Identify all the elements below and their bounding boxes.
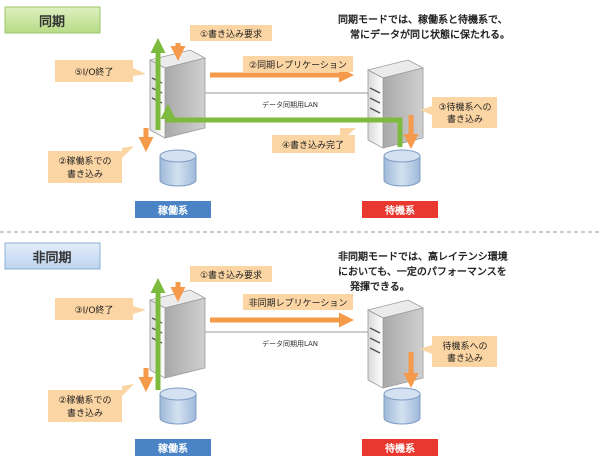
sync-note-line2: 常にデータが同じ状態に保たれる。 (350, 28, 510, 41)
svg-text:①書き込み要求: ①書き込み要求 (200, 28, 262, 40)
async-standby-label: 待機系 (385, 442, 415, 455)
async-standby-disk-icon (383, 387, 421, 425)
svg-text:①書き込み要求: ①書き込み要求 (200, 269, 262, 281)
sync-primary-label-box (135, 201, 211, 218)
async-note-line3: 発揮できる。 (349, 280, 410, 293)
async-callout-io-end: ③I/O終了 (55, 298, 146, 320)
async-callout-write-request: ①書き込み要求 (190, 266, 272, 282)
sync-callout-standby-write: ③待機系への 書き込み (420, 97, 497, 128)
sync-callout-primary-write: ②稼働系での 書き込み (48, 146, 134, 183)
sync-write-complete-arrow (160, 104, 403, 147)
svg-text:書き込み: 書き込み (447, 113, 483, 125)
sync-primary-disk-icon (159, 149, 197, 187)
svg-text:待機系への: 待機系への (442, 340, 487, 352)
sync-primary-label: 稼働系 (158, 204, 188, 217)
sync-standby-label-box (362, 201, 438, 218)
sync-tab-label: 同期 (39, 15, 65, 30)
async-callout-standby-write: 待機系への 書き込み (420, 336, 497, 367)
sync-note-line1: 同期モードでは、稼働系と待機系で、 (338, 13, 508, 26)
sync-callout-replication: ②同期レプリケーション (243, 56, 353, 72)
async-note-line1: 非同期モードでは、高レイテンシ環境 (338, 250, 508, 263)
async-primary-label-box (135, 439, 211, 456)
async-tab-label: 非同期 (32, 250, 71, 266)
svg-text:②稼働系での: ②稼働系での (58, 394, 111, 406)
sync-lan-label: データ同期用LAN (262, 100, 318, 109)
svg-text:④書き込み完了: ④書き込み完了 (282, 139, 344, 151)
svg-text:③待機系への: ③待機系への (438, 101, 491, 113)
svg-text:非同期レプリケーション: 非同期レプリケーション (249, 297, 348, 309)
sync-tab (4, 6, 101, 34)
async-standby-label-box (362, 439, 438, 456)
svg-text:③I/O終了: ③I/O終了 (75, 304, 114, 316)
svg-text:②稼働系での: ②稼働系での (58, 155, 111, 167)
async-lan-label: データ同期用LAN (262, 339, 318, 348)
sync-callout-io-end: ⑤I/O終了 (55, 60, 146, 82)
async-standby-server-icon (366, 299, 425, 389)
sync-callout-write-complete: ④書き込み完了 (272, 128, 356, 153)
async-callout-primary-write: ②稼働系での 書き込み (48, 384, 134, 422)
async-tab (4, 242, 101, 270)
svg-text:書き込み: 書き込み (67, 407, 103, 419)
sync-section: 同期 同期モードでは、稼働系と待機系で、 常にデータが同じ状態に保たれる。 デー… (4, 6, 510, 218)
async-section: 非同期 非同期モードでは、高レイテンシ環境 においても、一定のパフォーマンスを … (4, 242, 508, 456)
async-callout-replication: 非同期レプリケーション (243, 294, 353, 310)
async-primary-disk-icon (159, 387, 197, 425)
sync-standby-server-icon (366, 59, 425, 149)
sync-standby-label: 待機系 (385, 204, 415, 217)
svg-text:書き込み: 書き込み (447, 352, 483, 364)
svg-text:②同期レプリケーション: ②同期レプリケーション (249, 60, 347, 71)
sync-callout-write-request: ①書き込み要求 (190, 25, 272, 41)
async-note-line2: においても、一定のパフォーマンスを (338, 265, 507, 278)
sync-standby-disk-icon (383, 149, 421, 187)
async-primary-label: 稼働系 (158, 442, 188, 455)
svg-text:⑤I/O終了: ⑤I/O終了 (75, 66, 114, 78)
svg-text:書き込み: 書き込み (67, 168, 103, 180)
